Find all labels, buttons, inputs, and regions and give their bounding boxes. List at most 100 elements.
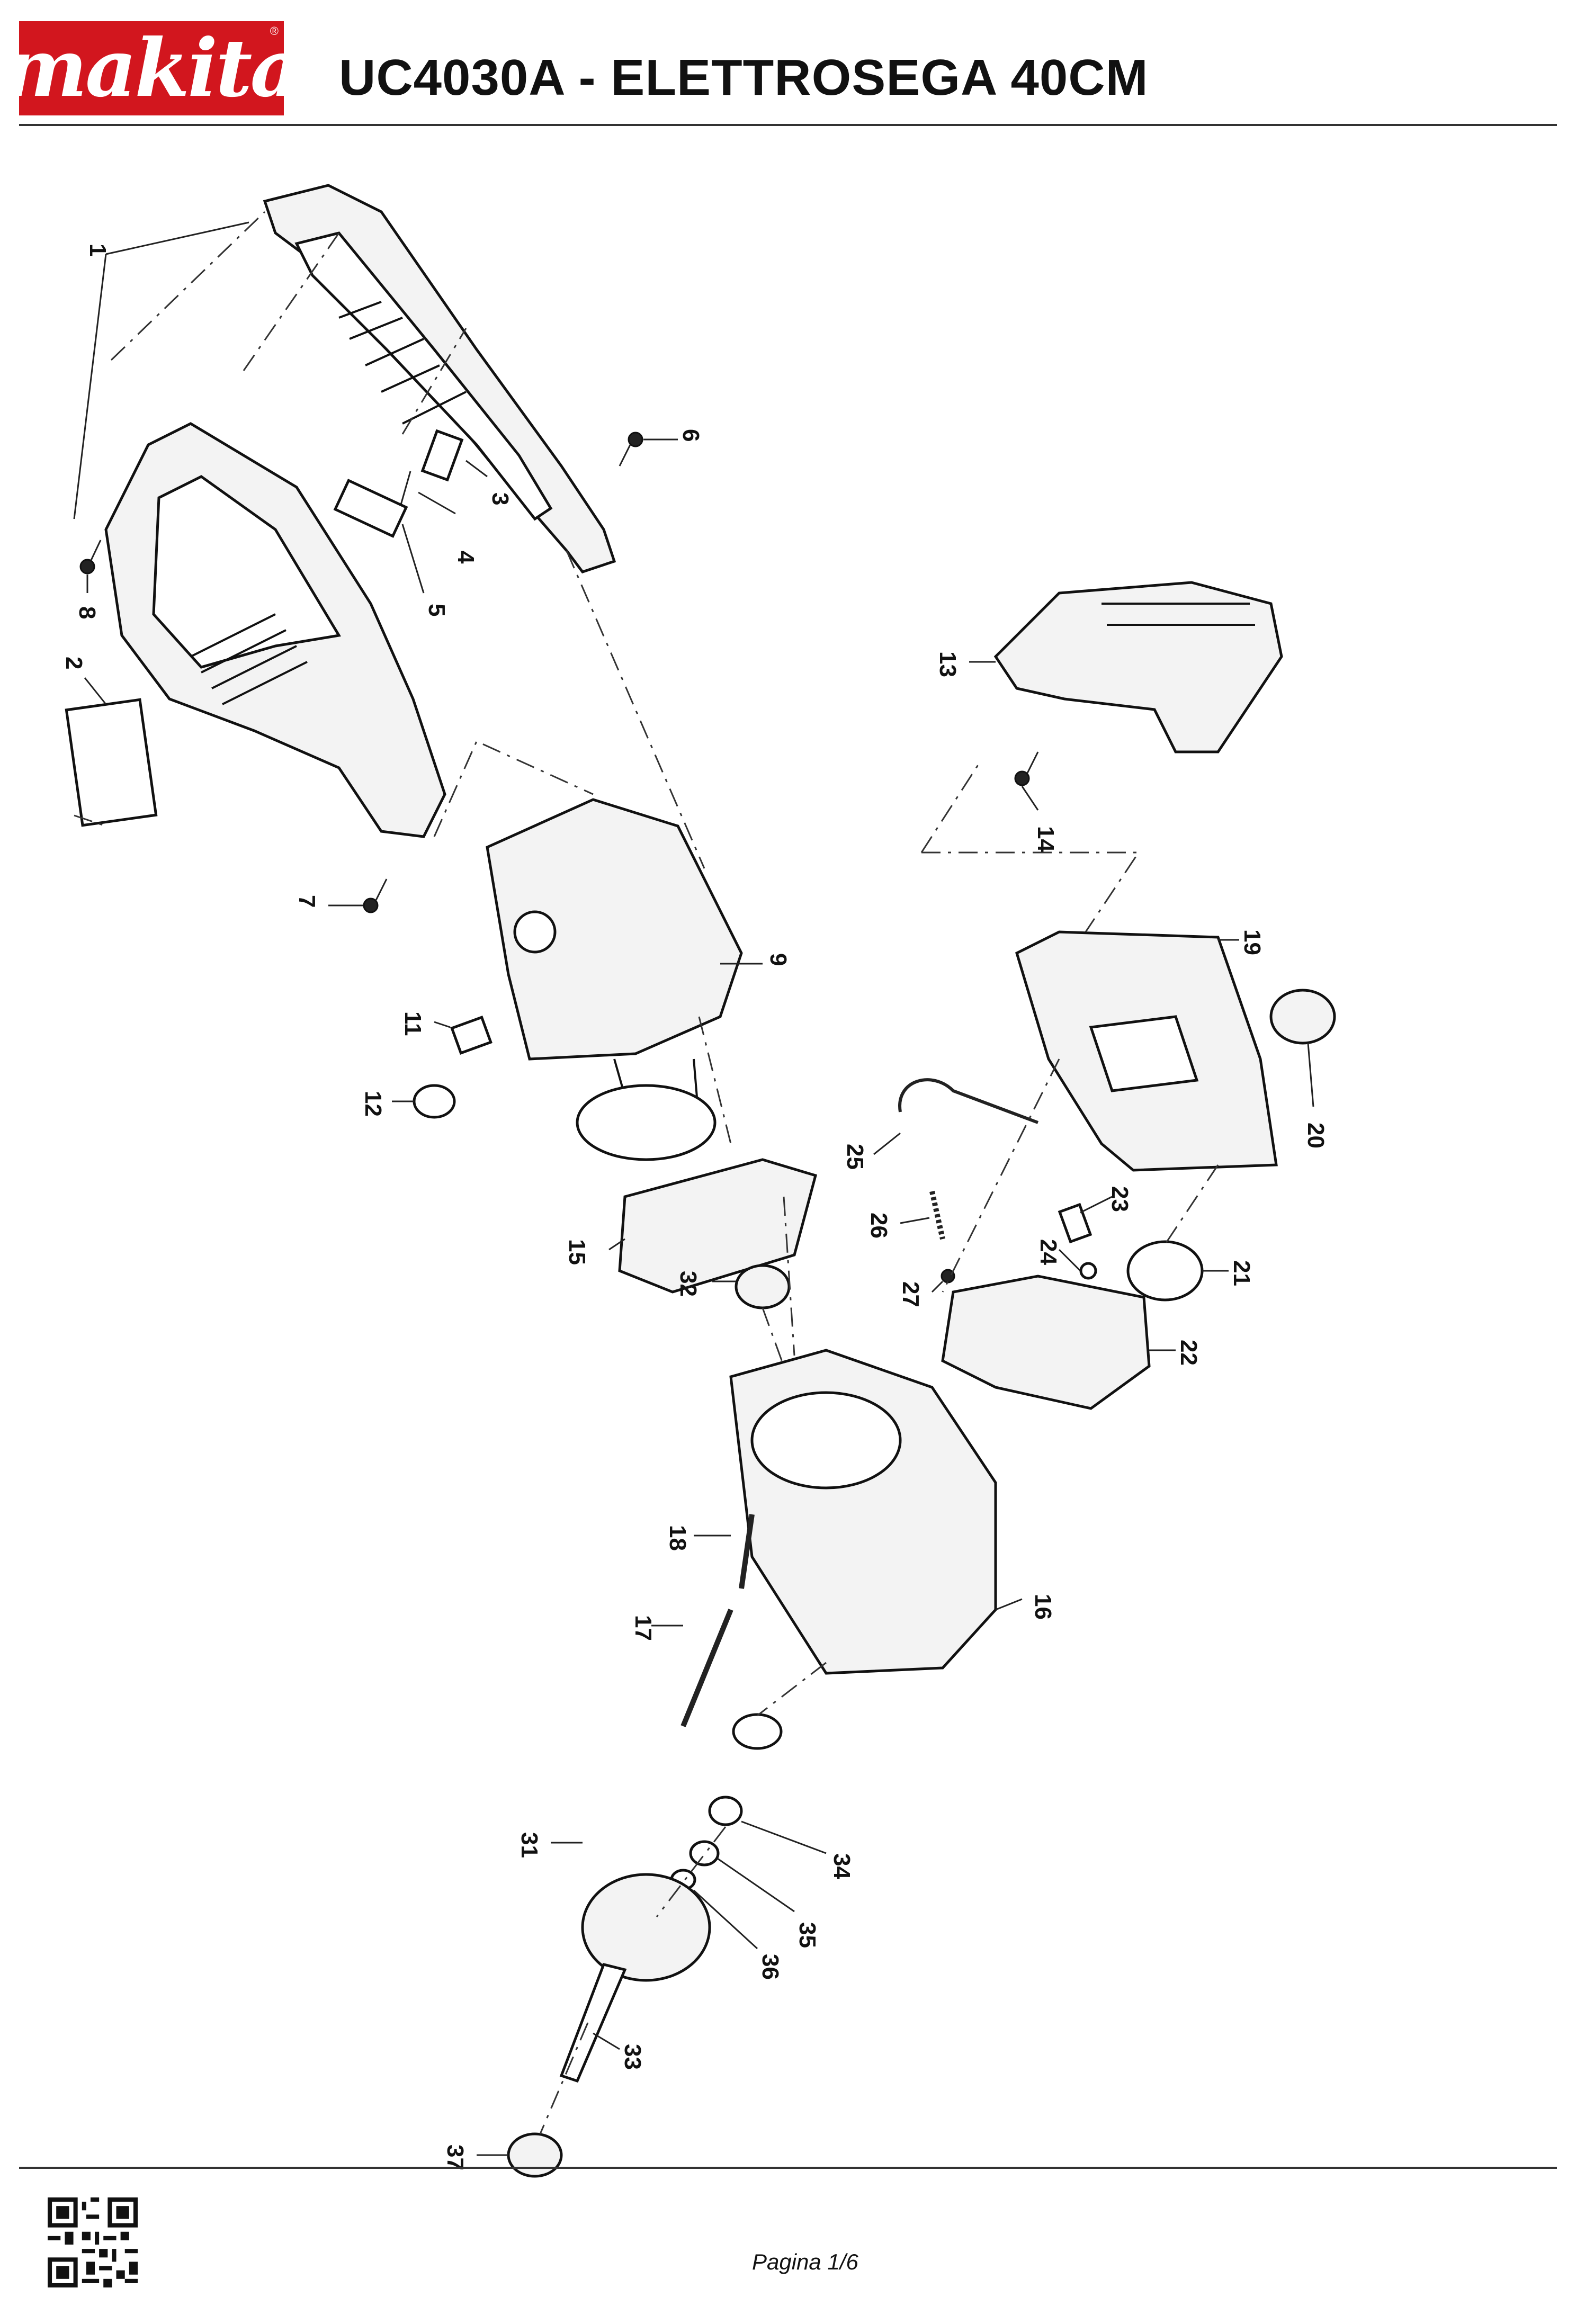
makita-logo: makita ®: [3, 21, 302, 115]
header-divider: [19, 124, 1557, 126]
part-35-washer: [689, 1840, 720, 1867]
svg-text:14: 14: [1033, 826, 1059, 852]
makita-logo-text: makita: [3, 22, 301, 115]
part-3-switch: [420, 429, 464, 482]
part-32-pinion: [735, 1264, 791, 1309]
callout-6: 6: [643, 429, 704, 442]
part-19-cover: [1015, 930, 1278, 1172]
part-17-screw: [680, 1609, 733, 1727]
svg-text:17: 17: [630, 1615, 656, 1641]
part-9-motor-housing: [486, 798, 743, 1135]
part-26-spring: [929, 1190, 945, 1240]
callout-37: 37: [442, 2144, 508, 2170]
callout-16: 16: [995, 1594, 1056, 1620]
callout-4: 4: [418, 491, 479, 564]
callout-13: 13: [935, 651, 996, 677]
part-1-housing-front: [104, 422, 446, 838]
part-11-carbon-brush: [450, 1016, 492, 1055]
alignment-lines: [74, 211, 1219, 2134]
callout-24: 24: [1035, 1239, 1081, 1272]
svg-text:1: 1: [85, 244, 111, 256]
part-12-brush-cap: [413, 1084, 456, 1119]
part-24-seal: [1079, 1262, 1097, 1280]
callout-15: 15: [564, 1238, 625, 1265]
svg-text:9: 9: [765, 953, 791, 966]
callout-32: 32: [675, 1271, 736, 1297]
part-13-front-handle: [993, 581, 1283, 753]
part-34-bearing: [708, 1796, 743, 1826]
part-1-housing-back: [263, 184, 616, 573]
callout-27: 27: [898, 1280, 944, 1307]
part-23-valve: [1058, 1203, 1093, 1244]
svg-text:35: 35: [794, 1922, 820, 1948]
part-22-oil-tank: [941, 1275, 1151, 1410]
callout-9: 9: [720, 953, 791, 966]
callout-33: 33: [593, 2032, 646, 2070]
callout-26: 26: [866, 1213, 930, 1239]
callout-17: 17: [630, 1615, 683, 1641]
svg-text:37: 37: [442, 2144, 468, 2170]
part-14-screw: [1014, 751, 1039, 786]
part-20-knob: [1269, 989, 1336, 1045]
callout-35: 35: [717, 1858, 820, 1948]
callout-1: 1: [73, 221, 249, 519]
svg-text:8: 8: [74, 606, 100, 619]
part-15-fan-guide: [618, 1158, 818, 1294]
callout-11: 11: [400, 1011, 451, 1036]
callout-23: 23: [1080, 1186, 1133, 1214]
spring-ring: [732, 1713, 783, 1750]
callout-14: 14: [1021, 786, 1059, 852]
svg-text:5: 5: [424, 604, 450, 616]
callout-12: 12: [360, 1091, 414, 1117]
qr-code-icon: [48, 2197, 138, 2287]
page-number: Pagina 1/6: [752, 2249, 858, 2274]
callout-7: 7: [294, 895, 363, 908]
callout-8: 8: [74, 575, 100, 619]
svg-text:32: 32: [675, 1271, 701, 1297]
svg-text:34: 34: [829, 1853, 855, 1879]
svg-text:22: 22: [1176, 1340, 1202, 1366]
callout-2: 2: [61, 657, 107, 705]
part-33-spindle: [559, 1963, 627, 2083]
part-21-o-ring: [1126, 1240, 1204, 1302]
svg-text:27: 27: [898, 1281, 924, 1307]
callout-19: 19: [1218, 929, 1265, 955]
callout-36: 36: [693, 1889, 783, 1980]
svg-text:36: 36: [757, 1954, 783, 1980]
footer-divider: [19, 2167, 1557, 2169]
part-37-bearing: [507, 2132, 563, 2178]
svg-text:25: 25: [842, 1144, 868, 1170]
svg-text:11: 11: [400, 1011, 426, 1036]
svg-text:6: 6: [678, 429, 704, 442]
part-18-screw: [739, 1514, 755, 1589]
svg-text:7: 7: [294, 895, 320, 908]
svg-text:12: 12: [360, 1091, 386, 1117]
callout-21: 21: [1202, 1260, 1255, 1286]
svg-text:24: 24: [1035, 1239, 1061, 1265]
svg-text:19: 19: [1239, 929, 1265, 955]
svg-text:2: 2: [61, 657, 87, 669]
svg-text:13: 13: [935, 651, 961, 677]
part-6-screw: [619, 432, 643, 466]
part-2-label: [65, 698, 158, 827]
svg-text:18: 18: [665, 1525, 691, 1551]
armature-fan: [576, 1084, 717, 1161]
exploded-parts-diagram: 1 2 3 4 5 6 7 8 9 11 12 13: [61, 184, 1336, 2178]
callout-25: 25: [842, 1132, 901, 1170]
svg-text:16: 16: [1030, 1594, 1056, 1620]
callout-3: 3: [465, 460, 513, 505]
part-7-screw: [363, 878, 388, 913]
part-31-gear: [581, 1873, 711, 1982]
callout-18: 18: [665, 1525, 731, 1551]
part-8-screw: [79, 540, 102, 575]
svg-text:3: 3: [487, 492, 513, 505]
svg-text:26: 26: [866, 1213, 892, 1239]
svg-text:23: 23: [1107, 1186, 1133, 1212]
part-16-gear-housing: [729, 1349, 997, 1675]
registered-mark-icon: ®: [270, 24, 279, 38]
page-title: UC4030A - ELETTROSEGA 40CM: [339, 49, 1149, 106]
callout-20: 20: [1303, 1043, 1329, 1148]
part-5-lever: [333, 479, 408, 538]
svg-text:15: 15: [564, 1239, 590, 1265]
svg-text:31: 31: [516, 1832, 542, 1858]
